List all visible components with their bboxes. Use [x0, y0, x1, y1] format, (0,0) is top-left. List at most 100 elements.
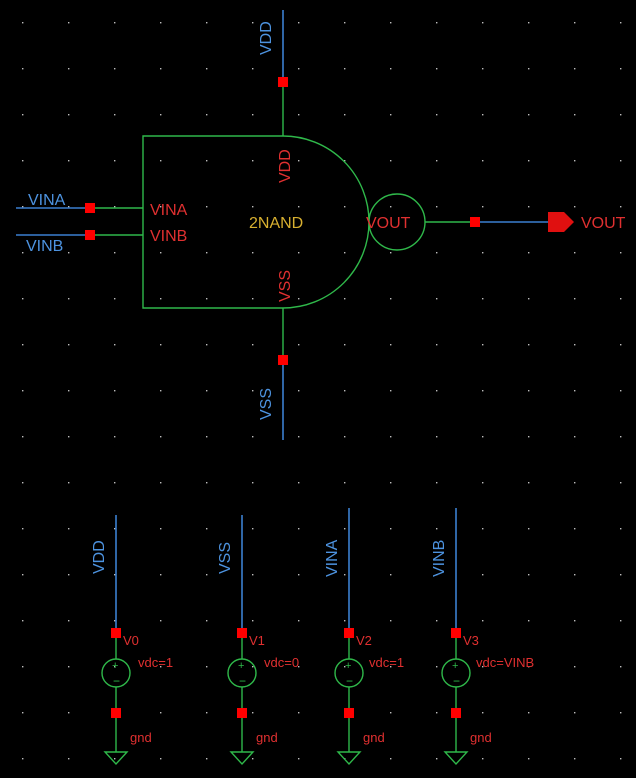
- grid-dot: [344, 528, 346, 530]
- grid-dot: [344, 574, 346, 576]
- source-v0[interactable]: VDD + − V0 vdc=1 gnd: [91, 515, 173, 766]
- grid-dot: [252, 574, 254, 576]
- grid-dot: [160, 22, 162, 24]
- grid-dot: [298, 114, 300, 116]
- grid-dot: [620, 298, 622, 300]
- grid-dot: [22, 758, 24, 760]
- grid-dot: [298, 482, 300, 484]
- grid-dot: [436, 712, 438, 714]
- grid-dot: [68, 298, 70, 300]
- grid-dot: [68, 390, 70, 392]
- grid-dot: [620, 528, 622, 530]
- grid-dot: [574, 114, 576, 116]
- vinb-connection-point[interactable]: [85, 230, 95, 240]
- grid-dot: [114, 574, 116, 576]
- grid-dot: [160, 482, 162, 484]
- source-v2-bottom-pin[interactable]: [344, 708, 354, 718]
- grid-dot: [436, 160, 438, 162]
- grid-dot: [344, 436, 346, 438]
- grid-dot: [114, 22, 116, 24]
- grid-dot: [620, 68, 622, 70]
- source-v1[interactable]: VSS + − V1 vdc=0 gnd: [217, 515, 299, 766]
- grid-dot: [68, 206, 70, 208]
- vout-connection-point[interactable]: [470, 217, 480, 227]
- grid-dot: [252, 712, 254, 714]
- gate-pin-vdd: VDD: [277, 149, 294, 183]
- grid-dot: [620, 390, 622, 392]
- source-v2-top-pin[interactable]: [344, 628, 354, 638]
- grid-dot: [390, 114, 392, 116]
- grid-dot: [22, 206, 24, 208]
- plus-icon: +: [112, 660, 118, 672]
- grid-dot: [160, 298, 162, 300]
- grid-dot: [68, 620, 70, 622]
- grid-dot: [68, 344, 70, 346]
- minus-icon: −: [453, 674, 460, 688]
- source-v0-instance: V0: [123, 633, 139, 648]
- grid-dot: [390, 528, 392, 530]
- grid-dot: [620, 482, 622, 484]
- source-v2-net-label: VINA: [324, 539, 341, 577]
- source-v2[interactable]: VINA + − V2 vdc=1 gnd: [324, 508, 404, 766]
- grid-dot: [528, 390, 530, 392]
- grid-dot: [68, 758, 70, 760]
- grid-dot: [298, 252, 300, 254]
- grid-dot: [68, 712, 70, 714]
- grid-dot: [482, 160, 484, 162]
- grid-dot: [390, 712, 392, 714]
- grid-dot: [114, 666, 116, 668]
- grid-dot: [436, 528, 438, 530]
- source-v3-net-label: VINB: [431, 540, 448, 577]
- grid-dot: [344, 620, 346, 622]
- grid-dot: [22, 344, 24, 346]
- grid-dot: [528, 160, 530, 162]
- source-v1-bottom-pin[interactable]: [237, 708, 247, 718]
- grid-dot: [206, 160, 208, 162]
- source-v0-bottom-pin[interactable]: [111, 708, 121, 718]
- grid-dot: [22, 22, 24, 24]
- grid-dot: [574, 390, 576, 392]
- grid-dot: [252, 68, 254, 70]
- source-v1-top-pin[interactable]: [237, 628, 247, 638]
- vina-connection-point[interactable]: [85, 203, 95, 213]
- source-v3[interactable]: VINB + − V3 vdc=VINB gnd: [431, 508, 534, 766]
- grid-dot: [252, 436, 254, 438]
- grid-dot: [160, 758, 162, 760]
- source-v3-bottom-pin[interactable]: [451, 708, 461, 718]
- grid-dot: [68, 574, 70, 576]
- vout-net-label: VOUT: [581, 215, 626, 232]
- ground-icon: [336, 751, 362, 766]
- grid-dot: [574, 620, 576, 622]
- grid-dot: [68, 68, 70, 70]
- grid-dot: [574, 344, 576, 346]
- grid-dot: [482, 206, 484, 208]
- grid-dot: [482, 390, 484, 392]
- grid-dot: [482, 666, 484, 668]
- grid-dot: [620, 114, 622, 116]
- grid-dot: [574, 666, 576, 668]
- grid-dot: [68, 666, 70, 668]
- grid-dot: [528, 206, 530, 208]
- nand-gate[interactable]: 2NAND VINA VINB VOUT VDD VSS: [90, 82, 475, 360]
- grid-dot: [390, 22, 392, 24]
- grid-dot: [574, 252, 576, 254]
- grid-dot: [160, 206, 162, 208]
- grid-dot: [620, 252, 622, 254]
- grid-dot: [344, 390, 346, 392]
- grid-dot: [22, 252, 24, 254]
- grid-dot: [252, 160, 254, 162]
- vdd-connection-point[interactable]: [278, 77, 288, 87]
- ground-icon: [103, 751, 129, 766]
- grid-dot: [68, 436, 70, 438]
- vout-output-pin-icon[interactable]: [548, 212, 574, 232]
- grid-dot: [22, 436, 24, 438]
- source-v3-top-pin[interactable]: [451, 628, 461, 638]
- grid-dot: [252, 666, 254, 668]
- grid-dot: [252, 528, 254, 530]
- grid-dot: [160, 390, 162, 392]
- grid-dot: [22, 298, 24, 300]
- source-v0-top-pin[interactable]: [111, 628, 121, 638]
- grid-dot: [206, 620, 208, 622]
- vss-connection-point[interactable]: [278, 355, 288, 365]
